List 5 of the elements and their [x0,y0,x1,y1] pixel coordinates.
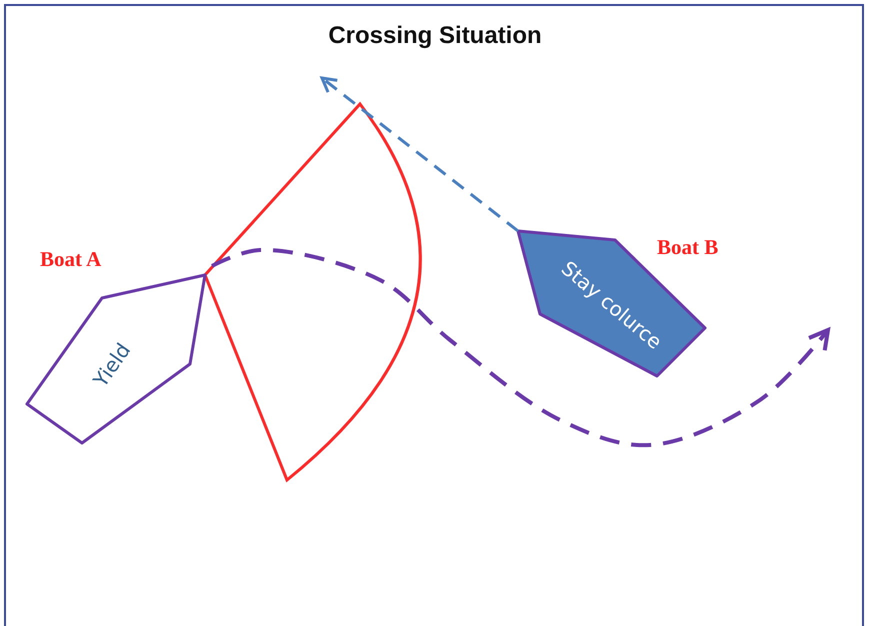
title: Crossing Situation [327,22,543,50]
boat-name: Boat A [40,247,102,272]
boat-name: Boat B [657,235,718,260]
course-arrow [320,76,519,232]
course-arrow [211,248,830,448]
